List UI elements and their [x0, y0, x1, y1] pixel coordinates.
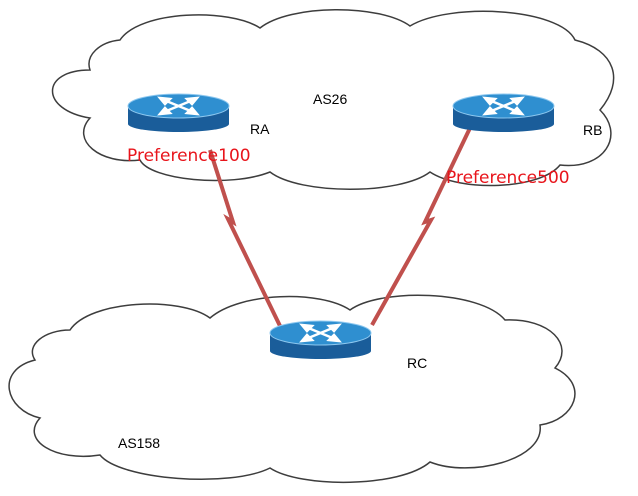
router-ra-label: RA — [250, 121, 270, 137]
router-rc-label: RC — [407, 355, 428, 371]
router-icon[interactable] — [269, 320, 372, 359]
serial-link-ra-rc[interactable] — [208, 149, 283, 329]
serial-link-rb-rc[interactable] — [370, 127, 472, 326]
preference-ra-label: Preference100 — [127, 146, 251, 166]
as158-cloud — [8, 294, 576, 483]
router-icon[interactable] — [452, 93, 555, 132]
as26-label: AS26 — [313, 91, 348, 107]
router-rb-label: RB — [583, 122, 603, 138]
router-icon[interactable] — [127, 93, 230, 132]
preference-rb-label: Preference500 — [446, 168, 570, 188]
as158-label: AS158 — [118, 435, 161, 451]
as26-cloud — [51, 9, 615, 190]
